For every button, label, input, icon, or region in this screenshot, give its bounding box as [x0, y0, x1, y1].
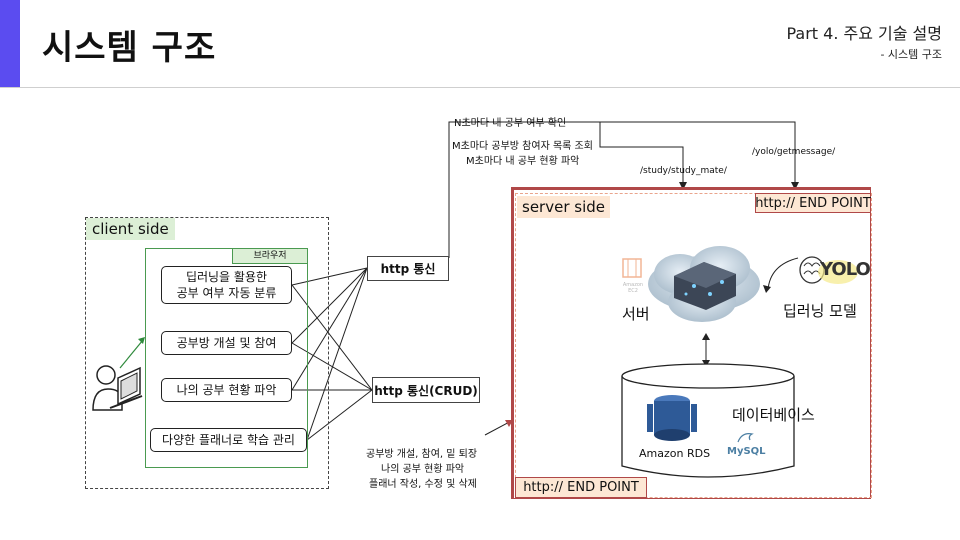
- rds-label: Amazon RDS: [639, 447, 711, 460]
- crud-note-3: 플래너 작성, 수정 및 삭제: [369, 479, 477, 490]
- polling-note-3: M초마다 내 공부 현황 파악: [466, 156, 580, 167]
- endpoint-top-label: http:// END POINT: [755, 195, 871, 211]
- feature-auto-classify: 딥러닝을 활용한 공부 여부 자동 분류: [161, 266, 292, 304]
- feature-study-room-label: 공부방 개설 및 참여: [176, 336, 277, 350]
- line-f3-http: [291, 267, 368, 391]
- browser-area: [145, 248, 308, 468]
- server-cloud-icon: [648, 246, 760, 322]
- endpoint-bottom: http:// END POINT: [515, 477, 647, 498]
- deep-learning-label: 딥러닝 모델: [783, 302, 857, 320]
- header-divider: [0, 87, 960, 88]
- ec2-label: Amazon EC2: [622, 282, 644, 294]
- feature-study-room: 공부방 개설 및 참여: [161, 331, 292, 355]
- client-side-area: [85, 217, 329, 489]
- server-side-area: [515, 193, 872, 498]
- endpoint-bottom-label: http:// END POINT: [523, 480, 639, 495]
- polling-note-2: M초마다 공부방 참여자 목록 조회: [452, 141, 593, 152]
- accent-bar: [0, 0, 20, 87]
- ec2-icon: [622, 258, 642, 278]
- feature-my-status-label: 나의 공부 현황 파악: [176, 383, 277, 397]
- endpoint-top: http:// END POINT: [755, 193, 871, 213]
- subpart-label: - 시스템 구조: [880, 48, 942, 61]
- line-f1-crud: [291, 284, 373, 391]
- feature-planner-label: 다양한 플래너로 학습 관리: [162, 433, 295, 447]
- rds-icon: [647, 395, 697, 441]
- line-study-route: [599, 122, 684, 185]
- line-f4-crud: [306, 389, 373, 441]
- http-crud-box: http 통신(CRUD): [372, 377, 480, 403]
- browser-label: 브라우저: [232, 248, 308, 264]
- route-study-mate: /study/study_mate/: [640, 166, 727, 176]
- slide-title: 시스템 구조: [42, 28, 217, 68]
- line-f2-crud: [291, 342, 373, 391]
- client-side-label: client side: [86, 218, 175, 240]
- mysql-dolphin-icon: [737, 433, 754, 443]
- feature-auto-classify-line1: 딥러닝을 활용한: [185, 270, 268, 284]
- feature-my-status: 나의 공부 현황 파악: [161, 378, 292, 402]
- line-dl-server: [767, 257, 799, 291]
- http-crud-label: http 통신(CRUD): [374, 383, 478, 398]
- http-polling-label: http 통신: [380, 262, 436, 276]
- part-label: Part 4. 주요 기술 설명: [786, 24, 942, 43]
- http-polling-box: http 통신: [367, 256, 449, 281]
- yolo-text: YOLO: [820, 259, 871, 280]
- yolo-brain-icon: [799, 256, 858, 284]
- server-label: 서버: [622, 305, 650, 323]
- server-side-label: server side: [517, 196, 610, 218]
- line-yolo-route: [448, 121, 796, 258]
- mysql-label: MySQL: [727, 446, 766, 457]
- route-yolo: /yolo/getmessage/: [752, 147, 836, 157]
- user-laptop-icon: [92, 365, 143, 411]
- line-f4-http: [306, 267, 368, 441]
- feature-planner: 다양한 플래너로 학습 관리: [150, 428, 307, 452]
- crud-note-1: 공부방 개설, 참여, 밑 퇴장: [366, 449, 478, 460]
- database-label: 데이터베이스: [732, 406, 815, 424]
- server-side-border: [511, 187, 871, 499]
- line-f2-http: [291, 267, 368, 344]
- polling-note-1: N초마다 내 공부 여부 확인: [454, 118, 567, 129]
- line-f1-http: [291, 267, 368, 286]
- crud-note-2: 나의 공부 현황 파악: [381, 464, 465, 475]
- feature-auto-classify-line2: 공부 여부 자동 분류: [176, 286, 277, 300]
